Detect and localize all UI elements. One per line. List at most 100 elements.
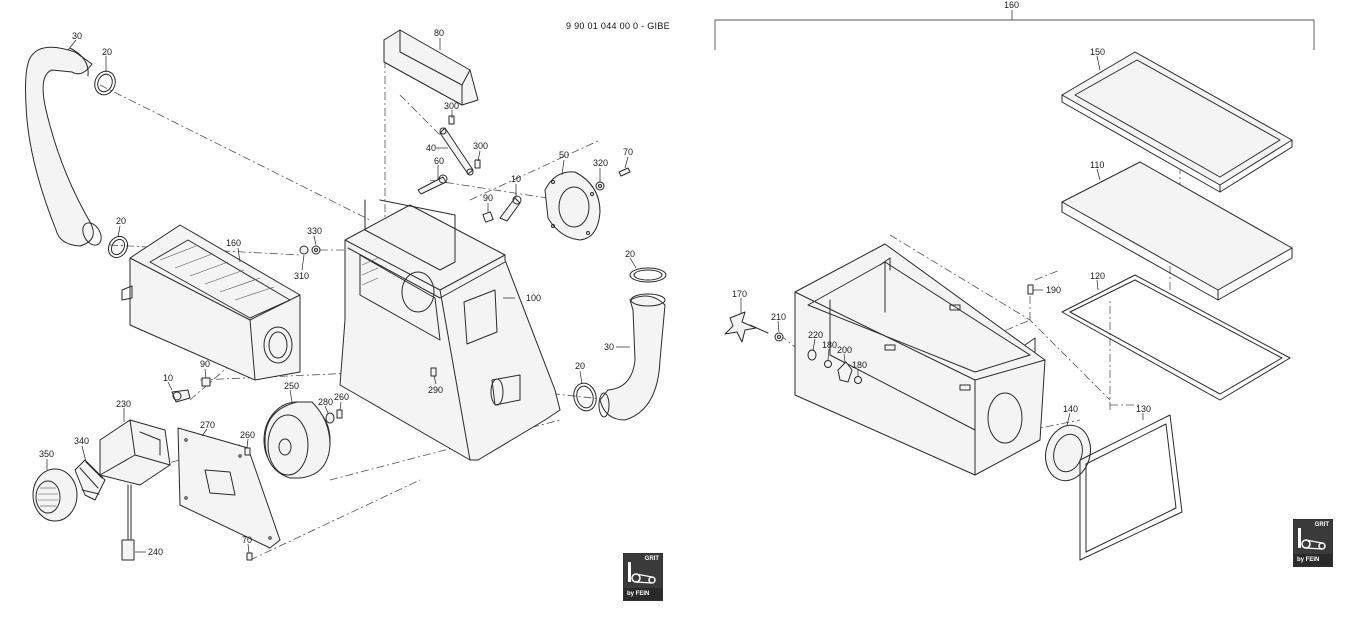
part-90-pin-a xyxy=(482,211,494,223)
callout-70-screw-a: 70 xyxy=(623,147,633,157)
belt-grinder-icon: GRIT xyxy=(624,554,662,588)
callout-160-assembly: 160 xyxy=(1004,0,1019,10)
callout-10-clip-a: 10 xyxy=(511,174,521,184)
callout-240-cable: 240 xyxy=(148,547,163,557)
part-150-frame xyxy=(1061,51,1293,193)
brand-logo-left: GRIT by FEIN xyxy=(623,553,663,601)
assembly-bracket-160 xyxy=(714,10,1315,50)
callout-270-plate: 270 xyxy=(200,420,215,430)
logo-bottom-text: by FEIN xyxy=(624,588,662,600)
brand-logo-right: GRIT by FEIN xyxy=(1293,519,1333,567)
part-320-washer xyxy=(595,181,605,191)
part-90-pin-b xyxy=(201,377,211,387)
part-20-clamp-a xyxy=(94,70,116,96)
callout-30-hose-bottom: 30 xyxy=(604,342,614,352)
callout-330-washer: 330 xyxy=(307,226,322,236)
part-180-nut-a xyxy=(824,360,832,368)
callout-230-motor: 230 xyxy=(116,399,131,409)
logo-top-text: GRIT xyxy=(1314,522,1329,528)
part-70-screw-b xyxy=(246,552,253,561)
callout-40-rod: 40 xyxy=(426,143,436,153)
part-50-flange xyxy=(544,171,601,241)
leader-lines-right xyxy=(740,55,1144,426)
callout-300-screw-b: 300 xyxy=(473,141,488,151)
grinder-glyph-icon xyxy=(1298,528,1326,550)
part-190-screw xyxy=(1027,284,1034,295)
callout-140-ring: 140 xyxy=(1063,404,1078,414)
part-300-screw-a xyxy=(448,115,455,125)
callout-340-fan: 340 xyxy=(74,436,89,446)
callout-210-washer: 210 xyxy=(771,312,786,322)
callout-180-nut-b: 180 xyxy=(852,360,867,370)
callout-120-gasket: 120 xyxy=(1090,271,1105,281)
part-170-star-knob xyxy=(724,311,769,343)
callout-10-clip-b: 10 xyxy=(163,373,173,383)
callout-150-frame: 150 xyxy=(1090,47,1105,57)
part-250-impeller xyxy=(263,401,331,479)
part-200-knob xyxy=(837,361,853,383)
callout-70-screw-b: 70 xyxy=(242,535,252,545)
part-210-washer xyxy=(774,332,784,342)
part-20-clamp-c xyxy=(629,267,667,283)
callouts-left: 30 20 20 160 80 300 40 60 300 10 90 50 3… xyxy=(39,28,635,557)
part-340-fan xyxy=(74,459,106,501)
part-180-nut-b xyxy=(854,376,862,384)
right-assembly: 160 150 110 120 190 170 210 220 180 200 … xyxy=(714,0,1315,561)
part-30-hose-bottom xyxy=(598,293,666,421)
callout-260-screw-a: 260 xyxy=(240,430,255,440)
callout-160-filter-box: 160 xyxy=(226,238,241,248)
part-240-cable xyxy=(121,484,135,561)
part-260-screw-b xyxy=(336,409,343,419)
belt-grinder-icon: GRIT xyxy=(1294,520,1332,554)
callouts-right: 160 150 110 120 190 170 210 220 180 200 … xyxy=(732,0,1151,414)
part-110-filter-mat xyxy=(1061,161,1293,301)
callout-170-star-knob: 170 xyxy=(732,289,747,299)
callout-30-hose-top: 30 xyxy=(72,31,82,41)
part-270-plate xyxy=(177,427,281,549)
part-220-washer xyxy=(807,349,817,361)
left-assembly: 30 20 20 160 80 300 40 60 300 10 90 50 3… xyxy=(25,28,667,561)
part-120-gasket xyxy=(1061,274,1291,401)
document-number: 9 90 01 044 00 0 - GIBE xyxy=(566,21,670,31)
part-40-rod xyxy=(439,127,474,176)
callout-90-pin-b: 90 xyxy=(200,359,210,369)
callout-320-washer: 320 xyxy=(593,158,608,168)
part-260-screw-a xyxy=(244,447,251,456)
callout-60-bolt: 60 xyxy=(434,156,444,166)
logo-top-text: GRIT xyxy=(644,556,659,562)
part-230-motor xyxy=(99,419,171,486)
callout-110-filter-mat: 110 xyxy=(1090,160,1104,170)
part-70-screw-a xyxy=(618,167,631,177)
logo-bottom-text: by FEIN xyxy=(1294,554,1332,566)
callout-200-knob: 200 xyxy=(837,345,852,355)
part-20-clamp-b xyxy=(107,235,129,259)
callout-20-clamp-b: 20 xyxy=(116,216,126,226)
callout-310-nut: 310 xyxy=(294,271,309,281)
callout-180-nut-a: 180 xyxy=(822,340,837,350)
part-30-hose-top xyxy=(25,46,102,247)
leader-lines-left xyxy=(46,38,637,554)
callout-250-impeller: 250 xyxy=(284,381,299,391)
callout-350-cover: 350 xyxy=(39,449,54,459)
callout-300-screw-a: 300 xyxy=(444,101,459,111)
callout-260-screw-b: 260 xyxy=(334,392,349,402)
part-20-clamp-d xyxy=(573,382,597,412)
part-130-gasket xyxy=(1079,414,1183,561)
callout-290-screw: 290 xyxy=(428,385,443,395)
part-140-ring xyxy=(1045,424,1091,482)
part-60-bolt xyxy=(417,174,448,195)
callout-280-washer: 280 xyxy=(318,397,333,407)
callout-50-flange: 50 xyxy=(559,150,569,160)
part-10-clip-b xyxy=(171,389,191,403)
part-310-nut xyxy=(299,245,309,255)
part-10-clip-a xyxy=(499,195,522,222)
part-160-box-housing xyxy=(794,243,1046,476)
part-80-top-cover xyxy=(383,29,479,106)
callout-130-gasket: 130 xyxy=(1136,404,1151,414)
part-300-screw-b xyxy=(474,159,481,169)
callout-80-top-cover: 80 xyxy=(434,28,444,38)
part-350-cover xyxy=(32,468,78,522)
callout-190-screw: 190 xyxy=(1046,285,1061,295)
part-160-filter-box xyxy=(121,224,301,381)
